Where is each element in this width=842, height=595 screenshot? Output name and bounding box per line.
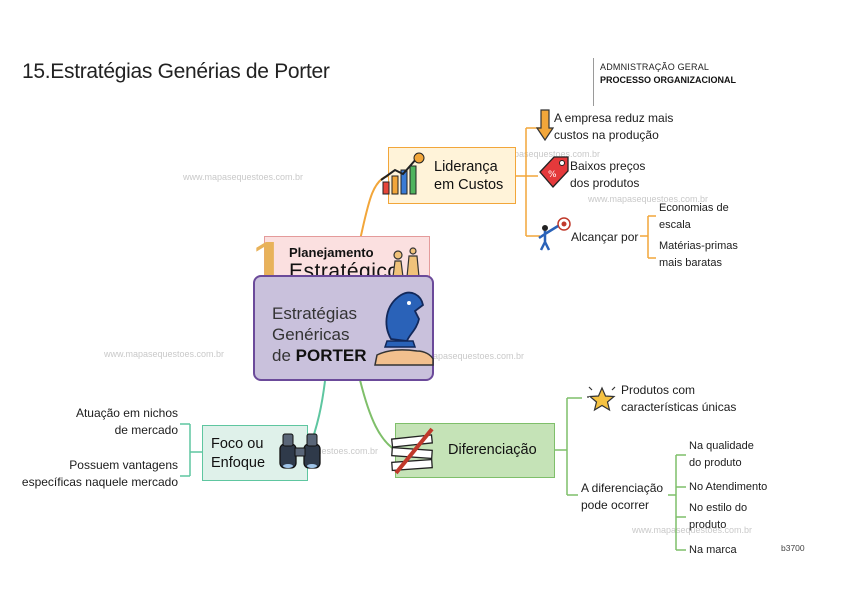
- header-subject: ADMNISTRAÇÃO GERAL: [600, 62, 710, 72]
- lideranca-line1: Liderança: [434, 159, 498, 175]
- svg-text:%: %: [548, 170, 557, 180]
- crossed-bars-icon: [390, 427, 434, 475]
- diferenciacao-sub4: Na marca: [689, 544, 737, 556]
- lideranca-sub2: Matérias-primas mais baratas: [659, 240, 738, 269]
- target-person-icon: [538, 217, 571, 251]
- reference-code: b3700: [781, 543, 805, 553]
- diferenciacao-node: Diferenciação: [390, 423, 555, 478]
- lideranca-item1: A empresa reduz mais custos na produção: [554, 111, 674, 142]
- center-text: Estratégias Genéricas de PORTER: [272, 303, 367, 366]
- watermark: www.mapasequestoes.com.br: [183, 172, 304, 182]
- center-line3-prefix: de: [272, 346, 291, 365]
- center-line1: Estratégias: [272, 304, 358, 323]
- lideranca-item2: Baixos preços dos produtos: [570, 159, 646, 190]
- diferenciacao-label: Diferenciação: [448, 442, 537, 458]
- lideranca-sub1: Economias de escala: [659, 202, 729, 231]
- diferenciacao-item1: Produtos com características únicas: [621, 383, 737, 414]
- center-line3-bold: PORTER: [295, 346, 367, 365]
- center-line3: de PORTER: [272, 345, 367, 366]
- foco-item1: Atuação em nichos de mercado: [75, 406, 178, 437]
- bar-chart-growth-icon: [380, 152, 425, 195]
- foco-item2: Possuem vantagens específicas naquele me…: [21, 458, 178, 489]
- foco-line1: Foco ou: [211, 436, 264, 452]
- foco-label: Foco ou Enfoque: [211, 435, 265, 473]
- watermark: www.mapasequestoes.com.br: [632, 525, 753, 535]
- header-topic: PROCESSO ORGANIZACIONAL: [600, 75, 737, 85]
- lideranca-line2: em Custos: [434, 177, 504, 193]
- diferenciacao-sub2: No Atendimento: [689, 481, 768, 493]
- watermark: www.mapasequestoes.com.br: [480, 149, 601, 159]
- lideranca-custos-node: Liderança em Custos: [380, 147, 516, 204]
- foco-line2: Enfoque: [211, 455, 266, 471]
- diferenciacao-sub3: No estilo do produto: [689, 502, 748, 531]
- lideranca-label: Liderança em Custos: [434, 158, 503, 194]
- central-node: Estratégias Genéricas de PORTER: [253, 275, 434, 381]
- arrow-down-icon: [536, 109, 554, 142]
- star-icon: [587, 386, 616, 412]
- watermark: www.mapasequestoes.com.br: [588, 194, 709, 204]
- binoculars-icon: [279, 433, 321, 469]
- badge-line1: Planejamento: [289, 245, 374, 260]
- center-line2: Genéricas: [272, 325, 350, 344]
- price-tag-icon: %: [539, 156, 569, 188]
- page-title: 15.Estratégias Genérias de Porter: [22, 60, 330, 83]
- lideranca-item3: Alcançar por: [571, 230, 639, 244]
- watermark: www.mapasequestoes.com.br: [104, 349, 225, 359]
- diferenciacao-item2: A diferenciação pode ocorrer: [581, 481, 664, 512]
- chess-knight-hand-icon: [374, 291, 434, 366]
- diferenciacao-sub1: Na qualidade do produto: [689, 440, 754, 469]
- watermark: www.mapasequestoes.com.br: [404, 351, 525, 361]
- header-divider: [593, 58, 594, 106]
